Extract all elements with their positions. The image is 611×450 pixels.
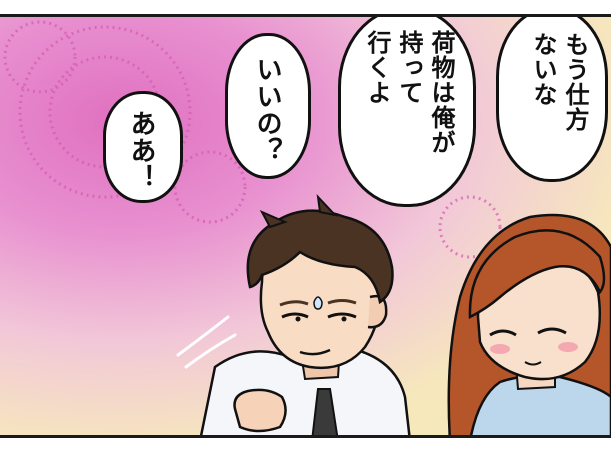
speech-bubble-woman-1: もう仕方 ないな [496, 17, 608, 182]
speech-text-woman-2: いいの？ [252, 56, 282, 164]
speech-bubble-man-2: ああ！ [103, 91, 183, 203]
woman-character [447, 213, 611, 435]
speech-bubble-woman-2: いいの？ [225, 33, 311, 179]
speech-text-man-2: ああ！ [126, 110, 156, 191]
panel-artwork [3, 20, 611, 435]
man-character [199, 194, 411, 435]
speech-bubble-man-1: 荷物は俺が 持って 行くよ [338, 17, 476, 207]
motion-lines [176, 315, 237, 369]
speech-text-man-1: 荷物は俺が 持って 行くよ [363, 30, 455, 155]
manga-panel: もう仕方 ないな 荷物は俺が 持って 行くよ いいの？ ああ！ [0, 14, 611, 438]
speech-text-woman-1: もう仕方 ないな [529, 32, 589, 132]
